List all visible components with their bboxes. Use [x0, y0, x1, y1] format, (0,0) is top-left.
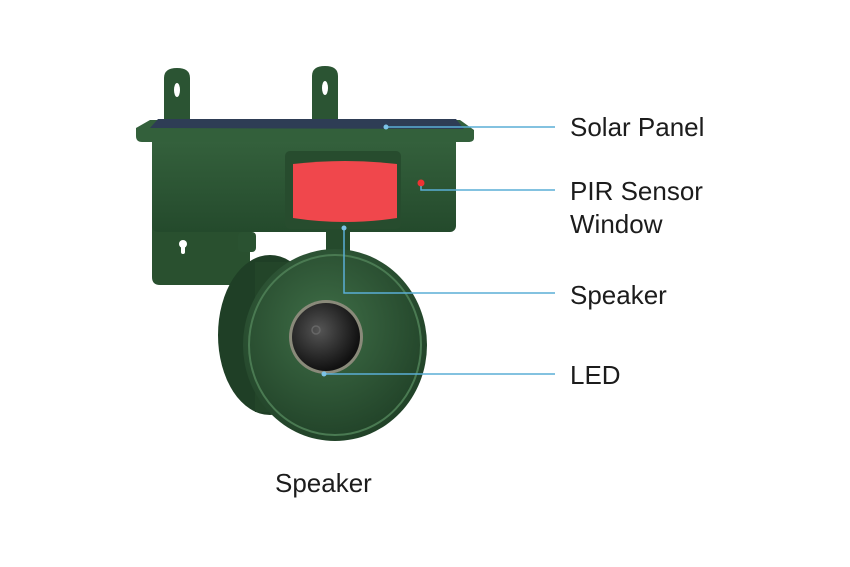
label-speaker-bottom: Speaker — [275, 468, 372, 498]
led-dot — [321, 371, 327, 377]
indicator-light — [417, 179, 425, 187]
speaker-dot — [341, 225, 347, 231]
label-solar-panel: Solar Panel — [570, 112, 705, 142]
leader-lines — [324, 126, 555, 375]
speaker — [218, 249, 427, 441]
label-led: LED — [570, 360, 621, 390]
label-pir-sensor: PIR Sensor — [570, 176, 703, 206]
solar-panel-dot — [383, 124, 389, 130]
adjust-knob — [238, 232, 256, 252]
mounting-tab-right — [312, 66, 338, 126]
label-speaker-right: Speaker — [570, 280, 667, 310]
pir-sensor-window — [293, 161, 397, 222]
mounting-tab-left — [164, 68, 190, 130]
leader-speaker — [343, 228, 555, 294]
leader-pir — [420, 186, 555, 191]
back-plate — [152, 215, 250, 285]
label-pir-window: Window — [570, 209, 663, 239]
speaker-cone — [292, 303, 360, 371]
